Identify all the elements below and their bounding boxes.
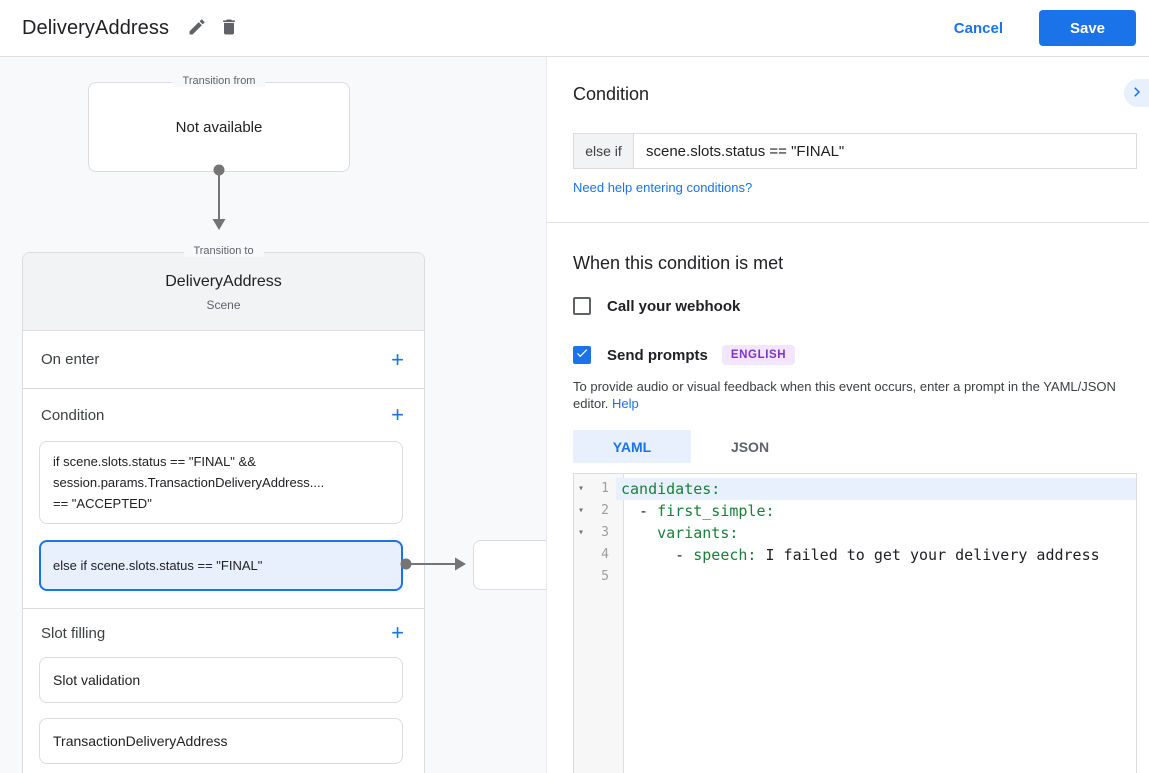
on-enter-row[interactable]: On enter +: [23, 331, 424, 389]
tab-yaml[interactable]: YAML: [573, 430, 691, 463]
line-number: 1: [601, 481, 609, 496]
slot-filling-label: Slot filling: [41, 624, 106, 642]
webhook-row: Call your webhook: [573, 297, 740, 315]
editor-line-5[interactable]: 5: [574, 566, 1136, 588]
chevron-right-icon: [1128, 83, 1146, 104]
help-link[interactable]: Help: [612, 396, 639, 411]
yaml-code-editor[interactable]: ▾ 1 candidates: ▾ 2 - first_simple: ▾ 3 …: [573, 473, 1137, 773]
call-webhook-checkbox[interactable]: [573, 297, 591, 315]
pencil-icon: [187, 17, 207, 40]
scene-card: Transition to DeliveryAddress Scene On e…: [22, 245, 425, 773]
condition-section-header: Condition +: [23, 389, 424, 441]
prompt-description-text: To provide audio or visual feedback when…: [573, 379, 1116, 411]
transition-to-legend: Transition to: [183, 245, 264, 257]
condition-item-elseif-selected[interactable]: else if scene.slots.status == "FINAL": [39, 540, 403, 591]
on-enter-label: On enter: [41, 351, 100, 368]
condition-item-if[interactable]: if scene.slots.status == "FINAL" && sess…: [39, 441, 403, 524]
add-slot-button[interactable]: +: [391, 620, 404, 645]
conditions-help-link[interactable]: Need help entering conditions?: [573, 180, 753, 195]
condition-if-line2: session.params.TransactionDeliveryAddres…: [53, 475, 325, 490]
section-divider: [547, 222, 1149, 223]
transition-from-legend: Transition from: [172, 75, 266, 87]
condition-prefix-label: else if: [574, 134, 634, 168]
transition-from-node[interactable]: Transition from Not available: [88, 75, 350, 172]
editor-line-3[interactable]: ▾ 3 variants:: [574, 522, 1136, 544]
save-button[interactable]: Save: [1039, 10, 1136, 46]
editor-line-1[interactable]: ▾ 1 candidates:: [574, 478, 1136, 500]
condition-detail-panel: Condition else if scene.slots.status == …: [546, 57, 1149, 773]
prompt-description: To provide audio or visual feedback when…: [573, 378, 1129, 412]
top-bar: DeliveryAddress Cancel Save: [0, 0, 1149, 57]
condition-panel-title: Condition: [573, 84, 650, 104]
flow-canvas[interactable]: Transition from Not available Transition…: [0, 57, 546, 773]
fold-toggle-icon: [574, 566, 588, 588]
editor-format-tabs: YAML JSON: [573, 430, 809, 463]
slot-filling-section: Slot filling + Slot validation Transacti…: [23, 609, 424, 764]
delete-scene-button[interactable]: [213, 12, 245, 44]
fold-toggle-icon[interactable]: ▾: [577, 483, 585, 494]
edit-scene-button[interactable]: [181, 12, 213, 44]
transition-target-node[interactable]: [473, 540, 546, 590]
line-code[interactable]: - speech: I failed to get your delivery …: [621, 546, 1100, 564]
slot-item-validation[interactable]: Slot validation: [39, 657, 403, 703]
fold-toggle-icon[interactable]: ▾: [577, 505, 585, 516]
send-prompts-row: Send prompts ENGLISH: [573, 345, 796, 365]
condition-if-line3: == "ACCEPTED": [53, 496, 152, 511]
language-badge: ENGLISH: [721, 345, 796, 365]
condition-section-label: Condition: [41, 406, 105, 424]
line-code[interactable]: - first_simple:: [621, 502, 775, 520]
fold-toggle-icon: [574, 544, 588, 566]
editor-line-2[interactable]: ▾ 2 - first_simple:: [574, 500, 1136, 522]
scene-name: DeliveryAddress: [165, 273, 282, 290]
check-icon: [575, 346, 589, 365]
condition-if-line1: if scene.slots.status == "FINAL" &&: [53, 454, 256, 469]
line-code[interactable]: candidates:: [616, 478, 1136, 500]
line-number: 5: [601, 569, 609, 584]
add-condition-button[interactable]: +: [391, 402, 404, 427]
fold-toggle-icon[interactable]: ▾: [577, 527, 585, 538]
condition-elseif-text: else if scene.slots.status == "FINAL": [53, 558, 263, 573]
add-on-enter-button[interactable]: +: [391, 346, 404, 372]
line-code[interactable]: [616, 566, 1136, 588]
condition-met-heading: When this condition is met: [573, 253, 784, 273]
line-code[interactable]: variants:: [657, 524, 739, 542]
collapse-panel-button[interactable]: [1124, 79, 1149, 107]
editor-line-4[interactable]: 4 - speech: I failed to get your deliver…: [574, 544, 1136, 566]
page-title: DeliveryAddress: [22, 16, 170, 39]
condition-section: Condition + if scene.slots.status == "FI…: [23, 389, 424, 609]
editor-gutter: [574, 474, 624, 773]
trash-icon: [219, 17, 239, 40]
send-prompts-checkbox[interactable]: [573, 346, 591, 364]
condition-expression-row: else if scene.slots.status == "FINAL": [573, 133, 1137, 169]
slot-item-transaction-delivery-address[interactable]: TransactionDeliveryAddress: [39, 718, 403, 764]
slot-filling-header: Slot filling +: [23, 609, 424, 657]
line-number: 3: [601, 525, 609, 540]
condition-expression-input[interactable]: scene.slots.status == "FINAL": [646, 142, 845, 160]
tab-json[interactable]: JSON: [730, 438, 770, 455]
transition-from-value: Not available: [175, 119, 263, 136]
scene-card-header: DeliveryAddress Scene: [23, 253, 424, 331]
call-webhook-label: Call your webhook: [607, 297, 741, 315]
line-number: 2: [601, 503, 609, 518]
editor-lines: ▾ 1 candidates: ▾ 2 - first_simple: ▾ 3 …: [574, 474, 1136, 588]
line-number: 4: [601, 547, 609, 562]
send-prompts-label: Send prompts: [607, 346, 708, 364]
cancel-button[interactable]: Cancel: [953, 19, 1003, 37]
scene-type-label: Scene: [206, 298, 241, 312]
